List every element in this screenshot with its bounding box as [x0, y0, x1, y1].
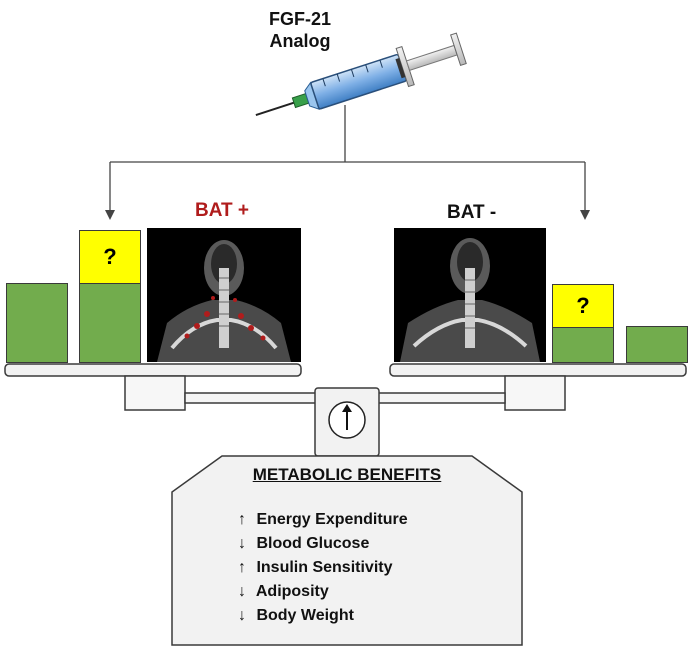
bat-positive-question-box: ?	[79, 230, 141, 284]
benefit-text: Adiposity	[255, 583, 329, 600]
benefits-title: METABOLIC BENEFITS	[252, 465, 442, 484]
right-pan	[389, 363, 687, 411]
benefit-item: ↑ Insulin Sensitivity	[238, 556, 408, 580]
ct-scan-bat-negative	[394, 228, 546, 362]
bat-positive-label: BAT +	[195, 200, 250, 221]
benefit-item: ↓ Body Weight	[238, 604, 408, 628]
scale-body	[171, 387, 523, 646]
arrow-icon: ↓	[238, 535, 246, 552]
benefits-list: ↑ Energy Expenditure ↓ Blood Glucose ↑ I…	[238, 508, 408, 628]
bat-negative-question-box: ?	[552, 284, 614, 328]
bat-negative-treated-bar	[552, 327, 614, 363]
benefit-text: Body Weight	[256, 607, 354, 624]
arrowhead-right	[580, 210, 590, 220]
arrow-icon: ↓	[238, 583, 246, 600]
syringe-icon	[255, 32, 467, 117]
arrowhead-left	[105, 210, 115, 220]
bat-positive-baseline-bar	[6, 283, 68, 363]
title-line-2: Analog	[269, 31, 331, 51]
arrow-icon: ↑	[238, 511, 246, 528]
benefit-text: Blood Glucose	[256, 535, 370, 552]
benefit-item: ↓ Adiposity	[238, 580, 408, 604]
benefit-text: Insulin Sensitivity	[256, 559, 393, 576]
connector-arrows	[109, 105, 586, 212]
left-pan	[4, 363, 302, 411]
bat-negative-label: BAT -	[447, 202, 497, 223]
arrow-icon: ↑	[238, 559, 246, 576]
title-line-1: FGF-21	[268, 9, 331, 29]
benefit-text: Energy Expenditure	[256, 511, 408, 528]
bat-negative-baseline-bar	[626, 326, 688, 363]
dial-icon	[328, 401, 366, 439]
benefit-item: ↑ Energy Expenditure	[238, 508, 408, 532]
bat-positive-treated-bar	[79, 283, 141, 363]
ct-scan-bat-positive	[147, 228, 301, 362]
arrow-icon: ↓	[238, 607, 246, 624]
benefit-item: ↓ Blood Glucose	[238, 532, 408, 556]
